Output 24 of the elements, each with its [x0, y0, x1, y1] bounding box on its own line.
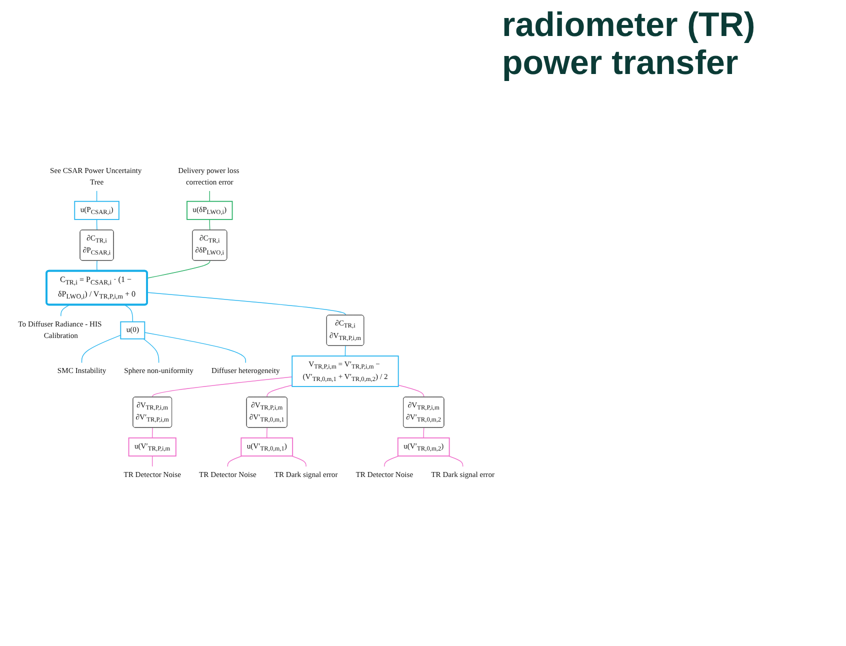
- connector: [227, 456, 242, 467]
- connector: [96, 219, 98, 230]
- connector: [448, 456, 464, 467]
- connector: [344, 345, 346, 356]
- connector: [60, 304, 70, 316]
- connector: [209, 190, 210, 202]
- connector: [143, 338, 160, 364]
- connector: [124, 304, 134, 322]
- connector: [152, 376, 292, 398]
- connector: [152, 427, 153, 438]
- connector: [398, 384, 424, 398]
- connector: [384, 456, 400, 467]
- diagram-title: radiometer (TR) power transfer: [502, 6, 756, 82]
- connector: [144, 332, 246, 364]
- connector: [209, 219, 210, 230]
- connector: [291, 456, 306, 467]
- connector: [146, 260, 210, 278]
- connector: [146, 292, 346, 316]
- connector: [96, 190, 98, 202]
- connector: [266, 384, 292, 398]
- connector: [152, 456, 153, 467]
- connector: [81, 334, 121, 364]
- connector: [423, 427, 424, 438]
- connector: [266, 427, 268, 438]
